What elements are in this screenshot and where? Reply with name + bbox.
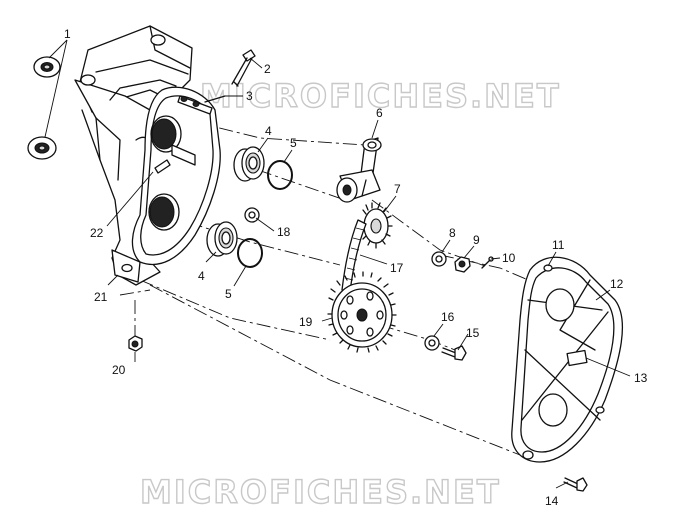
bolt-15 — [441, 345, 467, 361]
callout-16: 16 — [441, 310, 455, 324]
callout-labels: 1 2 3 4 5 6 7 8 9 10 11 12 13 14 15 16 1… — [64, 27, 648, 508]
oil-seal-lower — [27, 136, 57, 160]
leader-lines — [44, 39, 631, 489]
callout-5-lower: 5 — [225, 287, 232, 301]
snap-ring-lower — [237, 238, 263, 268]
callout-19: 19 — [299, 315, 313, 329]
watermark-top: MICROFICHES.NET — [200, 77, 561, 115]
callout-22: 22 — [90, 226, 104, 240]
bearing-upper — [233, 146, 265, 182]
callout-4-lower: 4 — [198, 269, 205, 283]
callout-5-upper: 5 — [290, 136, 297, 150]
washer-16 — [424, 335, 440, 351]
callout-21: 21 — [94, 290, 108, 304]
bearing-lower — [206, 221, 238, 257]
watermark-bottom: MICROFICHES.NET — [140, 473, 501, 511]
callout-13: 13 — [634, 371, 648, 385]
bolt-2 — [231, 49, 256, 87]
pin-3 — [177, 95, 226, 115]
dowel-pin-22 — [154, 159, 171, 174]
snap-ring-upper — [267, 160, 293, 190]
chaincase-cover — [511, 256, 624, 463]
chain-tensioner — [336, 137, 382, 203]
callout-14: 14 — [545, 494, 559, 508]
callout-4-upper: 4 — [265, 124, 272, 138]
callout-11: 11 — [552, 238, 565, 252]
upper-sprocket — [362, 202, 393, 249]
oil-seal-upper — [33, 56, 61, 78]
bolt-14 — [563, 477, 588, 492]
callout-2: 2 — [264, 62, 271, 76]
callout-3: 3 — [246, 89, 253, 103]
callout-1: 1 — [64, 27, 71, 41]
callout-20: 20 — [112, 363, 126, 377]
callout-6: 6 — [376, 106, 383, 120]
callout-10: 10 — [502, 251, 516, 265]
callout-17: 17 — [390, 261, 404, 275]
nut-20 — [128, 335, 143, 352]
washer-8 — [431, 251, 447, 267]
callout-9: 9 — [473, 233, 480, 247]
chaincase-flange — [131, 86, 221, 266]
nut-9 — [454, 256, 471, 273]
lower-sprocket — [327, 271, 397, 353]
callout-18: 18 — [277, 225, 291, 239]
callout-15: 15 — [466, 326, 480, 340]
washer-18 — [244, 207, 260, 223]
callout-7: 7 — [394, 182, 401, 196]
callout-8: 8 — [449, 226, 456, 240]
callout-12: 12 — [610, 277, 624, 291]
